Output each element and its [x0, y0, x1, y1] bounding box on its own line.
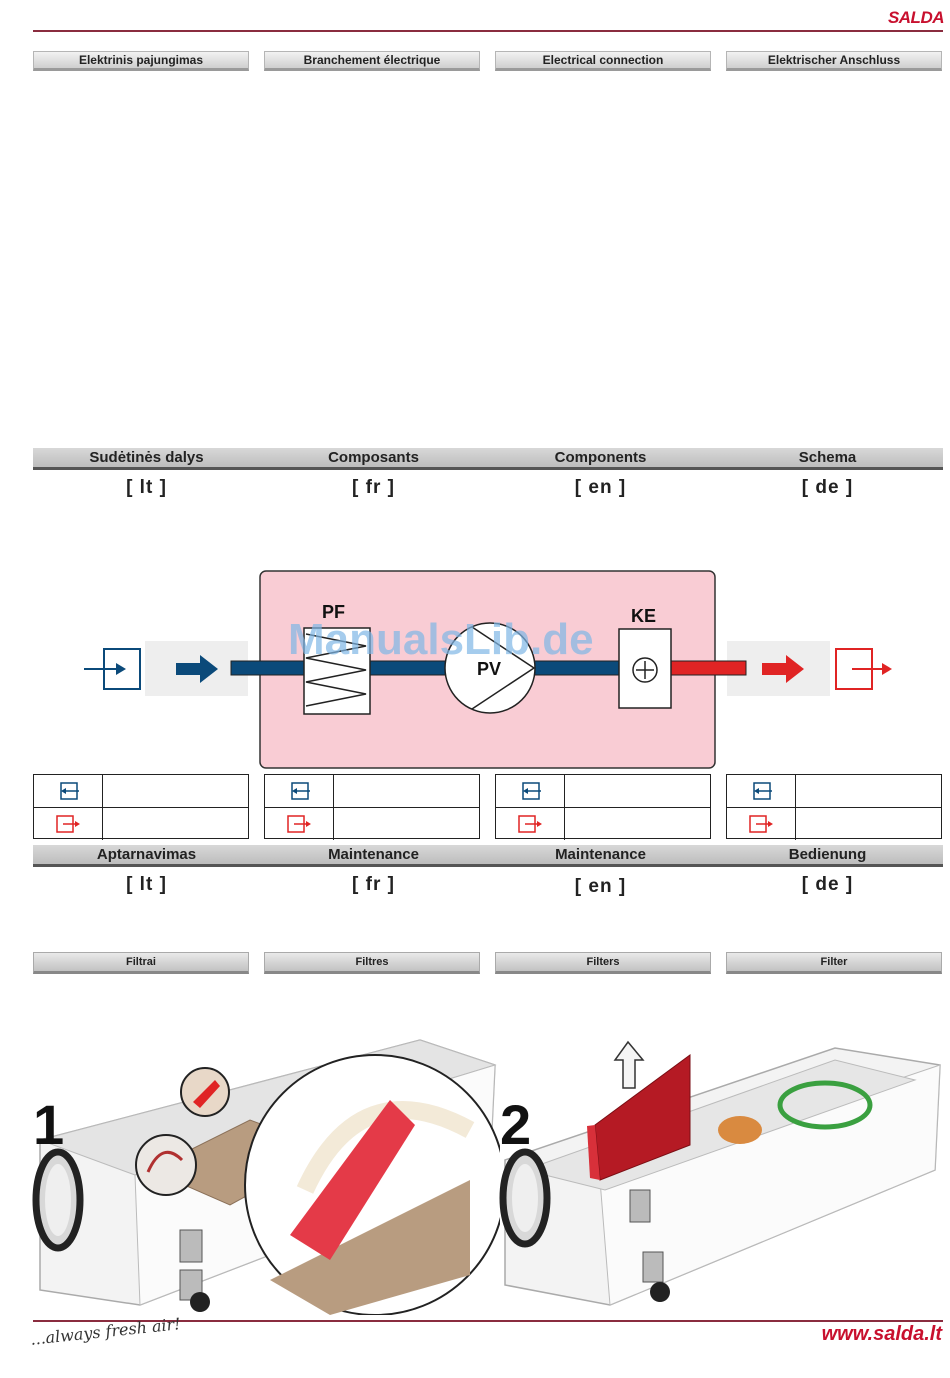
legend-text — [565, 775, 710, 807]
step-2-illustration — [499, 1040, 941, 1306]
brand-logo: SALDA — [887, 8, 945, 27]
outlet-icon — [287, 815, 311, 833]
inlet-icon — [753, 782, 772, 800]
lift-arrow-icon — [613, 1040, 645, 1089]
legend-text — [796, 775, 941, 807]
filter-label: PF — [322, 602, 345, 622]
legend-text — [103, 775, 248, 807]
outlet-icon — [749, 815, 773, 833]
footer-url[interactable]: www.salda.lt — [821, 1323, 942, 1345]
fan-label: PV — [477, 659, 501, 679]
components-title-lt: Sudėtinės dalys — [89, 449, 204, 466]
components-title-de: Schema — [798, 449, 857, 466]
heater-label: KE — [631, 606, 656, 626]
maintenance-lang-row: [ lt ] [ fr ] [ en ] [ de ] — [33, 874, 941, 898]
top-divider — [33, 30, 943, 32]
legend-text — [334, 808, 479, 840]
legend-text — [103, 808, 248, 840]
filter-header-lt: Filtrai — [33, 952, 249, 974]
lang-en: [ en ] — [574, 876, 627, 897]
inlet-icon — [60, 782, 79, 800]
step-1-illustration — [32, 1039, 500, 1315]
lang-en: [ en ] — [574, 477, 627, 498]
step-1-number: 1 — [33, 1093, 65, 1156]
legend-table-lt — [33, 774, 249, 840]
header-electrical-de: Elektrischer Anschluss — [726, 51, 942, 71]
bottom-divider — [33, 1320, 943, 1322]
legend-table-de — [726, 774, 942, 840]
maintenance-title-lt: Aptarnavimas — [96, 846, 197, 863]
filter-header-de: Filter — [726, 952, 942, 974]
outlet-icon — [56, 815, 80, 833]
inlet-icon — [291, 782, 310, 800]
legend-table-en — [495, 774, 711, 840]
maintenance-title-de: Bedienung — [788, 846, 867, 863]
components-section-bar: Sudėtinės dalys Composants Components Sc… — [33, 448, 943, 470]
header-electrical-lt: Elektrinis pajungimas — [33, 51, 249, 71]
maintenance-section-bar: Aptarnavimas Maintenance Maintenance Bed… — [33, 845, 943, 867]
lang-fr: [ fr ] — [352, 874, 395, 895]
maintenance-title-fr: Maintenance — [328, 846, 419, 863]
watermark: ManualsLib.de — [288, 615, 594, 664]
lang-lt: [ lt ] — [126, 874, 167, 895]
components-lang-row: [ lt ] [ fr ] [ en ] [ de ] — [33, 477, 941, 499]
legend-text — [334, 775, 479, 807]
components-title-en: Components — [554, 449, 647, 466]
filter-header-en: Filters — [495, 952, 711, 974]
lang-fr: [ fr ] — [352, 477, 395, 498]
step-2-number: 2 — [500, 1093, 532, 1156]
unit-schematic: PF PV KE ManualsLib.de — [84, 570, 892, 769]
maintenance-title-en: Maintenance — [555, 846, 646, 863]
filter-header-fr: Filtres — [264, 952, 480, 974]
legend-table-fr — [264, 774, 480, 840]
exhaust-arrow-icon — [762, 655, 804, 683]
components-title-fr: Composants — [328, 449, 419, 466]
exhaust-line — [670, 660, 747, 676]
legend-text — [565, 808, 710, 840]
lang-de: [ de ] — [801, 874, 854, 895]
header-electrical-fr: Branchement électrique — [264, 51, 480, 71]
legend-text — [796, 808, 941, 840]
lang-lt: [ lt ] — [126, 477, 167, 498]
supply-arrow-icon — [176, 655, 218, 683]
inlet-icon — [522, 782, 541, 800]
outlet-icon — [518, 815, 542, 833]
header-electrical-en: Electrical connection — [495, 51, 711, 71]
lang-de: [ de ] — [801, 477, 854, 498]
